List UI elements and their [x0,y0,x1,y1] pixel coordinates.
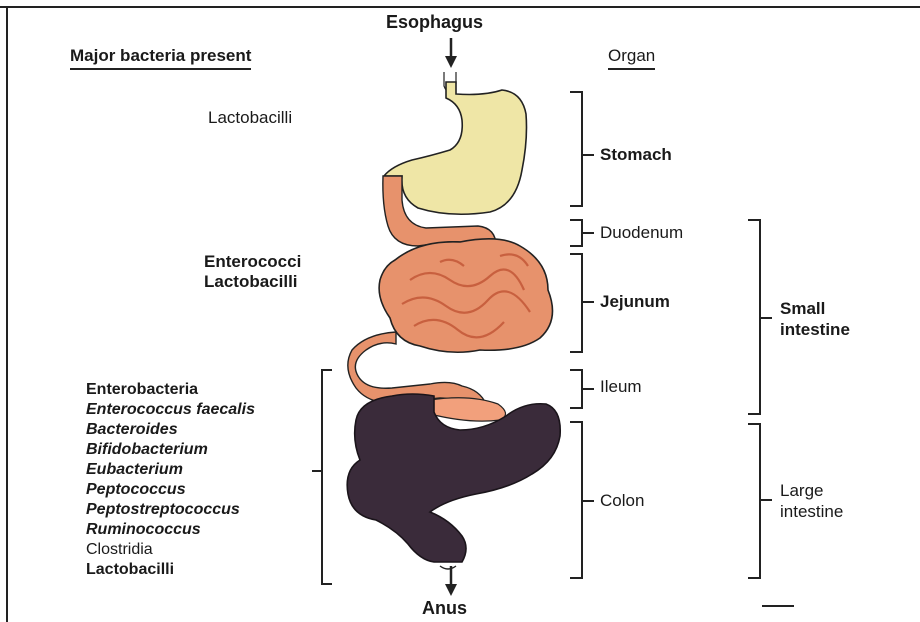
jejunum-bracket [570,254,594,352]
colon-bacteria-list: Enterobacteria Enterococcus faecalis Bac… [86,380,255,580]
ileum-organ-label: Ileum [600,377,642,397]
bacteria-item: Bifidobacterium [86,440,255,460]
bacteria-item: Enterococcus faecalis [86,400,255,420]
large-intestine-bracket [748,424,772,578]
jejunum-organ-label: Jejunum [600,292,670,312]
colon-shape [347,394,560,569]
ileum-bracket [570,370,594,408]
bacteria-item: Lactobacilli [86,560,255,580]
colon-bracket [570,422,594,578]
bacteria-item: Eubacterium [86,460,255,480]
bacteria-heading: Major bacteria present [70,46,251,70]
bacteria-item: Clostridia [86,540,255,560]
large-intestine-label: Large intestine [780,480,843,522]
down-arrow-icon [445,566,457,596]
colon-bacteria-bracket [312,370,332,584]
stomach-bacteria-label: Lactobacilli [208,108,292,128]
stomach-shape [384,72,527,214]
small-intestine-bacteria-list: Enterococci Lactobacilli [204,252,301,292]
bacteria-item: Enterococci [204,252,301,272]
anus-label: Anus [422,598,467,618]
bacteria-item: Ruminococcus [86,520,255,540]
bacteria-item: Enterobacteria [86,380,255,400]
stomach-bracket [570,92,594,206]
duodenum-bracket [570,220,594,246]
small-intestine-bracket [748,220,772,414]
small-intestine-label: Small intestine [780,298,850,340]
bacteria-item: Peptostreptococcus [86,500,255,520]
esophagus-label: Esophagus [386,12,483,32]
bacteria-item: Lactobacilli [204,272,301,292]
duodenum-organ-label: Duodenum [600,223,683,243]
down-arrow-icon [445,38,457,68]
bacteria-item: Bacteroides [86,420,255,440]
bacteria-item: Peptococcus [86,480,255,500]
stomach-organ-label: Stomach [600,145,672,165]
colon-organ-label: Colon [600,491,644,511]
organ-heading: Organ [608,46,655,70]
